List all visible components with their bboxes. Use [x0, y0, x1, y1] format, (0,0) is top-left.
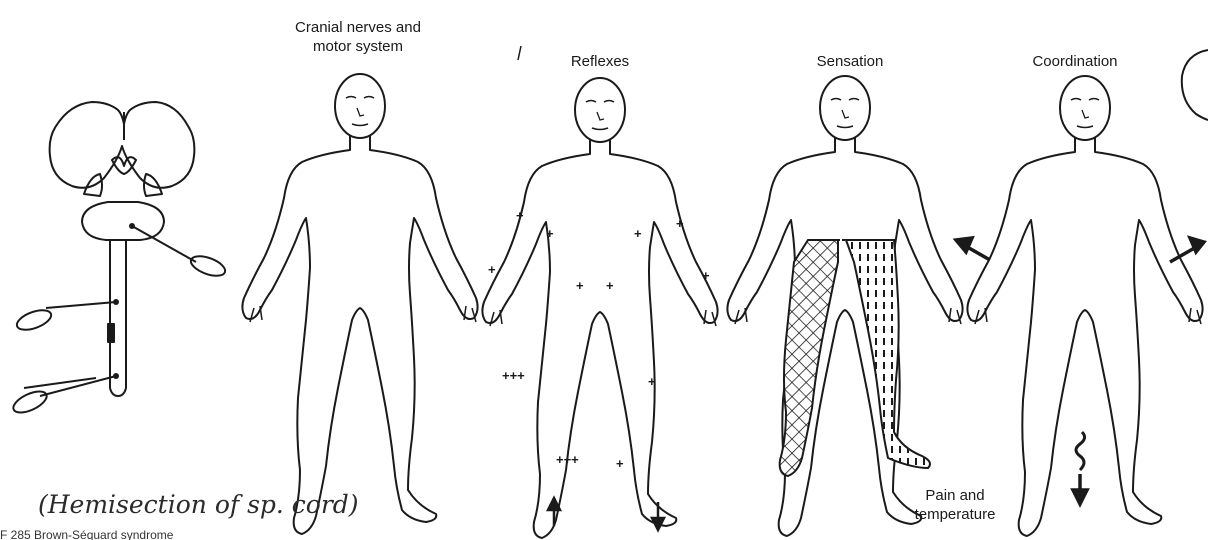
plus-mark: + [546, 226, 554, 241]
plus-mark: + [702, 268, 710, 283]
plus-mark: + [634, 226, 642, 241]
plus-mark: + [606, 278, 614, 293]
plus-mark: + [676, 216, 684, 231]
plus-mark: + [648, 374, 656, 389]
triple-plus-mark: +++ [502, 368, 525, 383]
plus-mark: + [616, 456, 624, 471]
plus-mark: + [516, 208, 524, 223]
plus-mark: + [488, 262, 496, 277]
figure-caption: F 285 Brown-Séquard syndrome [0, 528, 200, 540]
triple-plus-mark: +++ [556, 452, 579, 467]
plus-mark: + [576, 278, 584, 293]
handwritten-annotation: (Hemisection of sp. cord) [38, 490, 359, 519]
